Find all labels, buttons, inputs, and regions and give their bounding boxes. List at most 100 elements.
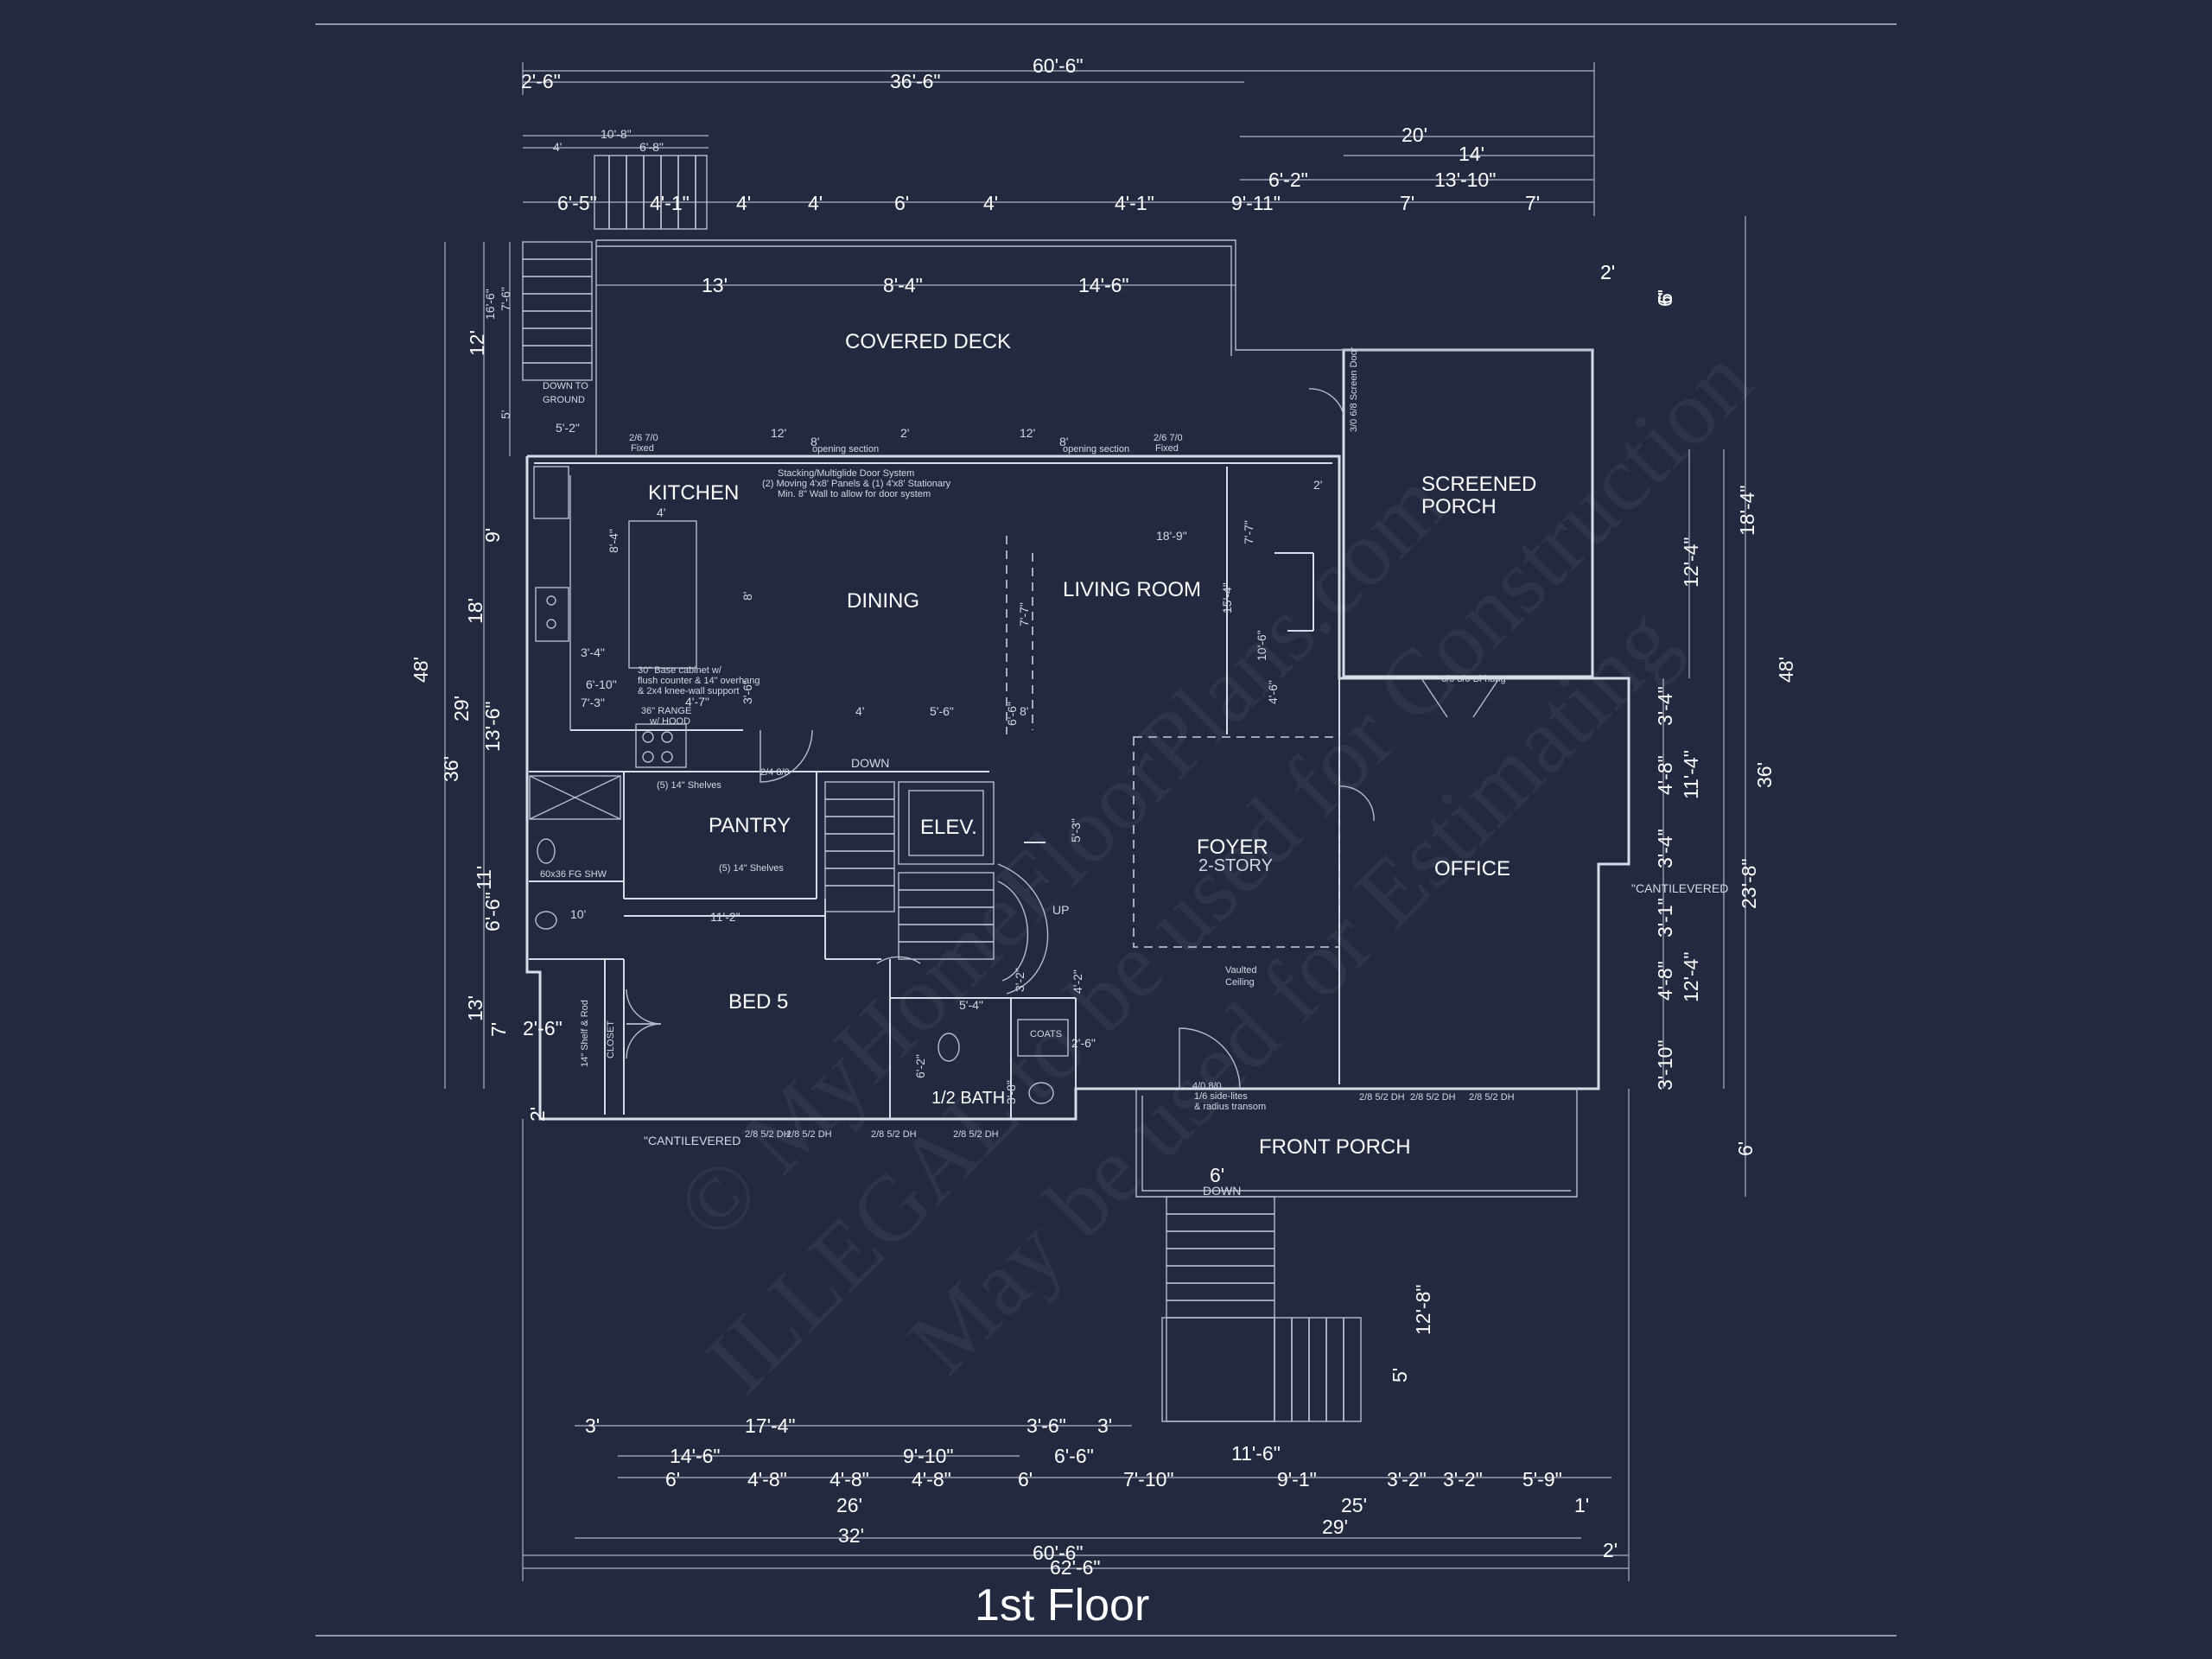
- dim-p-12-8: 12'-8": [1412, 1284, 1434, 1335]
- dim-d-2: 2': [900, 426, 909, 440]
- note-cantilevered-left: "CANTILEVERED: [644, 1134, 741, 1147]
- dim-d-3-8: 3'-8": [1004, 1080, 1018, 1104]
- dim-r-3-10: 3'-10": [1654, 1039, 1676, 1090]
- room-foyer-subtitle: 2-STORY: [1198, 856, 1273, 875]
- note-cantilevered-right: "CANTILEVERED: [1631, 881, 1728, 895]
- note-dh-2: 2/8 5/2 DH: [786, 1129, 832, 1140]
- note-opening-1: opening section: [812, 444, 879, 454]
- dim-d-15-4: 15'-4": [1220, 582, 1234, 613]
- room-living-room: LIVING ROOM: [1063, 578, 1201, 601]
- dim-left-7: 7': [487, 1022, 510, 1037]
- dim-r-4-8b: 4'-8": [1654, 961, 1676, 1001]
- dim-left-9: 9': [481, 528, 504, 543]
- dim-d-3-2: 3'-2": [1013, 968, 1027, 992]
- dim-r-12-4b: 12'-4": [1680, 951, 1702, 1002]
- dim-b-3a: 3': [585, 1414, 600, 1437]
- dim-k-4: 4': [657, 505, 665, 519]
- note-shelf-rod: 14" Shelf & Rod: [580, 1000, 590, 1067]
- dim-left-36: 36': [440, 756, 462, 782]
- dim-top-4c: 4': [808, 192, 823, 214]
- dim-p-6: 6': [1210, 1164, 1224, 1186]
- dim-b-6b: 6': [1018, 1468, 1033, 1491]
- note-front-door-3: & radius transom: [1194, 1102, 1266, 1112]
- note-shower: 60x36 FG SHW: [540, 869, 607, 880]
- note-fixed-1b: Fixed: [631, 443, 654, 454]
- interior-walls: [529, 467, 1340, 1119]
- dim-b-9-10: 9'-10": [903, 1445, 954, 1467]
- dim-b-9-1: 9'-1": [1277, 1468, 1317, 1491]
- dim-b-14-6: 14'-6": [670, 1445, 721, 1467]
- dim-r-3-4b: 3'-4": [1654, 829, 1676, 868]
- note-down-stair: DOWN: [851, 756, 889, 770]
- note-base-cab-2: flush counter & 14" overhang: [638, 676, 760, 686]
- dim-k-3-4: 3'-4": [581, 645, 605, 659]
- note-dh-6: 2/8 5/2 DH: [1410, 1092, 1456, 1103]
- room-dining: DINING: [847, 589, 919, 613]
- dim-top-2-6: 2'-6": [521, 70, 561, 92]
- note-door-system-2: (2) Moving 4'x8' Panels & (1) 4'x8' Stat…: [762, 479, 951, 489]
- note-down-to-ground-1: DOWN TO: [543, 381, 588, 391]
- note-front-door-1: 4/0 8/0: [1192, 1081, 1222, 1091]
- dashed-outlines: [1006, 536, 1340, 948]
- note-door-system-3: Min. 8" Wall to allow for door system: [778, 489, 931, 499]
- dim-left-13: 13': [464, 995, 486, 1021]
- extension-lines: [444, 216, 1746, 1581]
- dim-left-2: 2': [526, 1107, 549, 1122]
- room-screened-porch-line2: PORCH: [1421, 495, 1497, 518]
- dim-r-2: 2': [1600, 261, 1615, 283]
- dim-left-7-6: 7'-6": [499, 287, 512, 311]
- dim-r-3-1: 3'-1": [1654, 898, 1676, 938]
- dim-b-3-2b: 3'-2": [1443, 1468, 1483, 1491]
- note-screen-door: 3/0 6/8 Screen Door: [1349, 346, 1359, 432]
- dim-b-1: 1': [1574, 1494, 1589, 1516]
- page-title: 1st Floor: [975, 1580, 1149, 1630]
- note-dh-5: 2/8 5/2 DH: [1359, 1092, 1405, 1103]
- dim-p-5: 5': [1389, 1368, 1411, 1382]
- dim-d-2r: 2': [1313, 478, 1322, 492]
- dim-top-4b: 4': [736, 192, 751, 214]
- dim-k-8: 8': [741, 592, 754, 601]
- dim-k-8-4: 8'-4": [607, 529, 620, 553]
- note-base-cab-3: & 2x4 knee-wall support: [638, 686, 739, 696]
- dim-top-6-2: 6'-2": [1268, 168, 1308, 191]
- room-foyer: FOYER: [1197, 836, 1268, 859]
- dim-k-7-3: 7'-3": [581, 696, 605, 709]
- dim-r-48: 48': [1775, 657, 1797, 683]
- dim-left-48: 48': [410, 657, 432, 683]
- exterior-walls: [525, 239, 1630, 1198]
- room-front-porch: FRONT PORCH: [1259, 1135, 1411, 1159]
- dim-k-3-6: 3'-6": [741, 680, 754, 704]
- dim-d-12b: 12': [1020, 426, 1035, 440]
- dim-left-13-6: 13'-6": [481, 701, 504, 752]
- dim-b-2: 2': [1603, 1539, 1618, 1561]
- dim-top-total: 60'-6": [1033, 54, 1084, 77]
- note-door-2480: 2/4 8/0: [760, 767, 790, 778]
- dim-left-2-6: 2'-6": [523, 1017, 563, 1039]
- dim-d-11-2: 11'-2": [710, 910, 741, 924]
- dim-d-8b: 8': [1059, 435, 1068, 448]
- doors: [626, 388, 1500, 1090]
- room-labels: COVERED DECK SCREENED PORCH KITCHEN DINI…: [648, 330, 1536, 1159]
- dim-b-60-6: 60'-6": [1033, 1541, 1084, 1564]
- dim-r-18-4: 18'-4": [1736, 485, 1758, 536]
- note-bi-hung: 6/0 8/0 Bi-hung: [1441, 674, 1506, 684]
- dim-d-7-7b: 7'-7": [1242, 520, 1255, 544]
- note-door-system-1: Stacking/Multiglide Door System: [778, 468, 914, 479]
- note-fixed-2b: Fixed: [1155, 443, 1179, 454]
- dim-top-13-10: 13'-10": [1434, 168, 1496, 191]
- dim-k-4-7: 4'-7": [685, 695, 709, 709]
- note-shelves-2: (5) 14" Shelves: [719, 863, 784, 874]
- dim-d-5-4: 5'-4": [959, 998, 983, 1012]
- dim-d-18-9: 18'-9": [1156, 529, 1187, 543]
- dim-top-4-1b: 4'-1": [1115, 192, 1154, 214]
- dim-left-18: 18': [464, 598, 486, 624]
- note-coats: COATS: [1030, 1029, 1062, 1039]
- dim-d-4s: 4': [855, 704, 864, 718]
- dim-d-4-6: 4'-6": [1266, 680, 1280, 704]
- note-dh-4: 2/8 5/2 DH: [953, 1129, 999, 1140]
- dim-top-6-5: 6'-5": [557, 192, 597, 214]
- room-office: OFFICE: [1434, 857, 1510, 880]
- dim-b-17-4: 17'-4": [745, 1414, 796, 1437]
- dim-d-8a: 8': [810, 435, 819, 448]
